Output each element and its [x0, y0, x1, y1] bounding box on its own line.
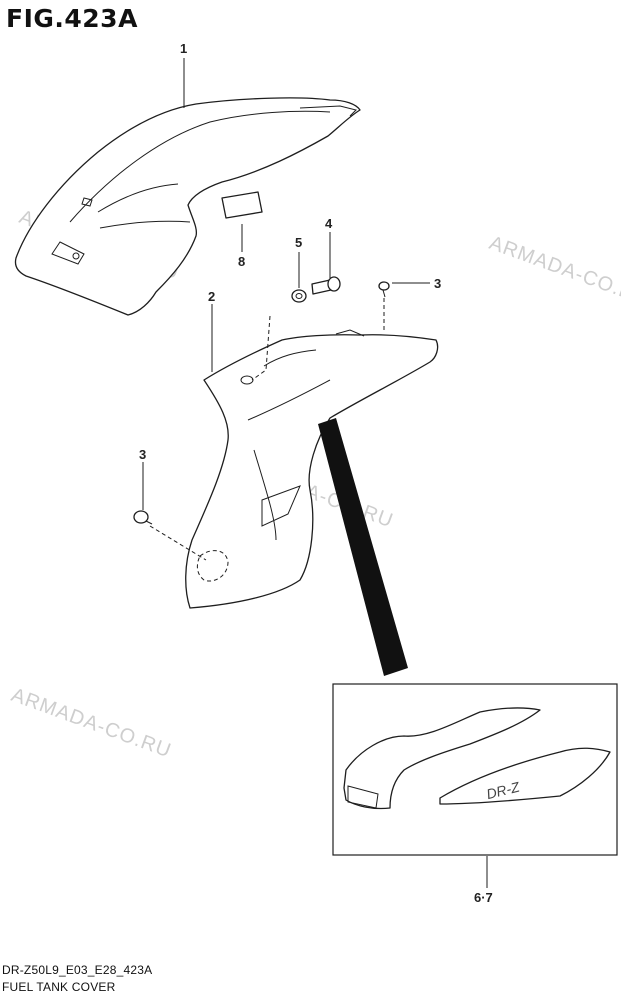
part-3-screw-upper: [378, 281, 390, 298]
figure-code: DR-Z50L9_E03_E28_423A: [2, 963, 153, 977]
decal-logo-drz: DR-Z: [485, 778, 522, 802]
screw-lower-alignment-line: [149, 525, 207, 561]
bolt-alignment-line: [251, 315, 271, 381]
leader-lines: [142, 58, 488, 888]
part-1-tank-cover: [14, 97, 361, 316]
detail-box-decal: DR-Z: [332, 683, 618, 856]
watermark-4: ARMADA-CO.RU: [8, 684, 174, 762]
part-5-grommet: [291, 289, 307, 303]
watermark-2: ARMADA-CO.RU: [486, 232, 621, 310]
part-8-label: [221, 191, 263, 219]
figure-title: FIG.423A: [6, 4, 138, 33]
callouts: 1 2 3 3 4 5 8 6·7: [139, 41, 493, 905]
part-2-side-cover: [185, 329, 439, 609]
callout-1: 1: [180, 41, 187, 56]
detail-pointer: [318, 418, 408, 676]
part-3-screw-lower: [133, 510, 153, 525]
callout-2: 2: [208, 289, 215, 304]
callout-5: 5: [295, 235, 302, 250]
part-4-bolt: [311, 276, 341, 295]
callout-3-upper: 3: [434, 276, 441, 291]
callout-3-lower: 3: [139, 447, 146, 462]
callout-6-7: 6·7: [474, 890, 493, 905]
callout-4: 4: [325, 216, 333, 231]
figure-name: FUEL TANK COVER: [2, 980, 116, 994]
callout-8: 8: [238, 254, 245, 269]
